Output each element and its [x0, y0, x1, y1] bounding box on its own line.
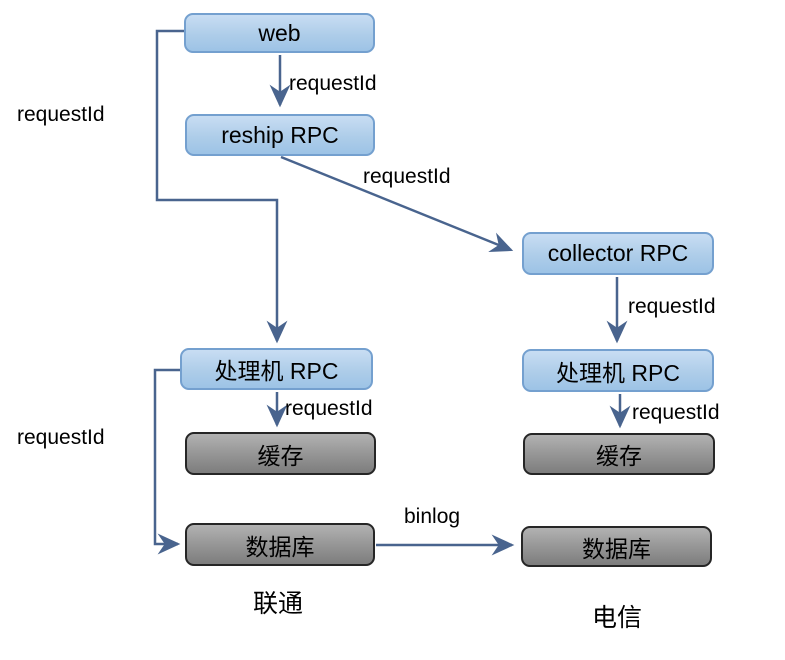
edge-label-processor-right-to-cache-right: requestId [632, 401, 720, 424]
node-database-left: 数据库 [185, 523, 375, 566]
edge-label-reship-to-collector: requestId [363, 165, 451, 188]
edge-label-web-to-processor-left: requestId [17, 103, 105, 126]
edge-web-to-processor-left [155, 29, 288, 344]
node-collector-rpc-label: collector RPC [547, 240, 689, 266]
node-database-right: 数据库 [521, 526, 712, 567]
node-processor-rpc-right: 处理机 RPC [522, 349, 714, 392]
node-database-right-label: 数据库 [582, 535, 651, 562]
edge-label-processor-left-to-db-left: requestId [17, 426, 105, 449]
node-web-label: web [258, 19, 301, 46]
node-cache-right: 缓存 [523, 433, 715, 475]
node-web: web [184, 13, 375, 53]
region-label-unicom: 联通 [253, 590, 304, 618]
edge-label-collector-to-processor-right: requestId [628, 295, 716, 318]
node-cache-left-label: 缓存 [257, 442, 304, 469]
node-collector-rpc: collector RPC [522, 232, 714, 275]
node-cache-left: 缓存 [185, 432, 376, 475]
node-database-left-label: 数据库 [245, 533, 315, 560]
node-reship-rpc: reship RPC [185, 114, 375, 156]
region-label-telecom: 电信 [592, 604, 643, 632]
node-processor-rpc-right-label: 处理机 RPC [556, 359, 680, 386]
edge-label-db-binlog: binlog [404, 505, 461, 528]
node-processor-rpc-left: 处理机 RPC [180, 348, 373, 390]
node-cache-right-label: 缓存 [596, 443, 642, 469]
edge-label-web-to-reship: requestId [289, 72, 377, 95]
edge-processor-left-to-db-left [153, 368, 181, 555]
node-processor-rpc-left-label: 处理机 RPC [214, 358, 339, 384]
node-reship-rpc-label: reship RPC [221, 121, 339, 148]
edge-label-processor-left-to-cache-left: requestId [285, 397, 373, 420]
